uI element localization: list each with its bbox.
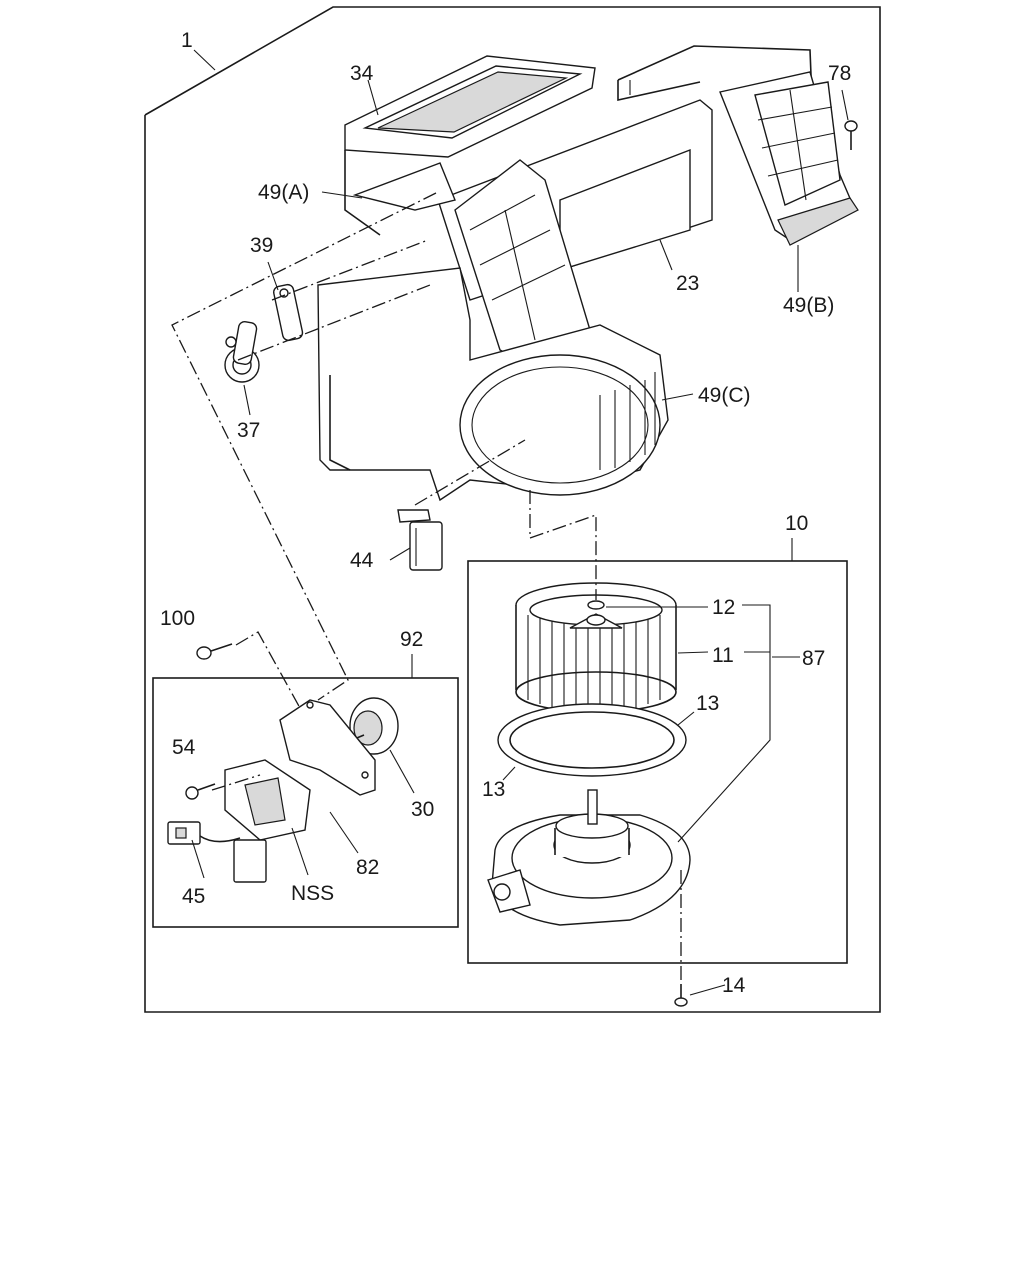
clip-44-part [397,509,443,571]
resistor-nss-part [224,759,311,841]
callout-30: 30 [411,798,434,821]
callout-78: 78 [828,62,851,85]
actuator-30-part [339,697,399,755]
callout-82: 82 [356,856,379,879]
callout-13-lower: 13 [482,778,505,801]
fan-wheel-part [515,582,677,713]
washer-12-part [587,600,605,610]
filter-cover-part [344,55,596,236]
blower-motor-subassembly-frame [467,538,848,964]
gasket-13-part [497,703,687,777]
callout-49b: 49(B) [783,294,834,317]
bracket-49a-part [352,159,591,361]
callout-87: 87 [802,647,825,670]
screw-78-part [844,120,858,150]
callout-labels: 1 34 78 49(A) 39 23 49(B) 37 49(C) 44 10… [160,29,851,997]
callout-34: 34 [350,62,374,85]
callout-45: 45 [182,885,205,908]
resistor-subassembly-frame [152,654,459,928]
resistor-bracket-part [279,699,376,796]
callout-92: 92 [400,628,423,651]
connector-45-part [167,821,267,883]
callout-37: 37 [237,419,260,442]
fan-blades [527,615,661,712]
blower-housing-part [317,267,669,502]
assembly-frame [144,6,881,1013]
callout-11: 11 [712,644,734,667]
screw-100-part [196,643,233,660]
callout-14: 14 [722,974,746,997]
callout-12: 12 [712,596,735,619]
blower-motor-part [487,789,691,926]
leader-lines [191,79,849,996]
callout-39: 39 [250,234,273,257]
callout-49a: 49(A) [258,181,309,204]
callout-nss: NSS [291,882,334,905]
screw-14-part [674,984,688,1007]
bracket-49b-part [719,71,859,246]
callout-13-upper: 13 [696,692,719,715]
callout-44: 44 [350,549,374,572]
callout-1: 1 [181,29,193,52]
callout-23: 23 [676,272,699,295]
alignment-lines [171,192,682,984]
callout-10: 10 [785,512,808,535]
lever-39-part [273,283,304,342]
callout-100: 100 [160,607,195,630]
callout-54: 54 [172,736,196,759]
screw-54-part [185,783,216,800]
link-37-part [224,321,260,383]
callout-49c: 49(C) [698,384,751,407]
